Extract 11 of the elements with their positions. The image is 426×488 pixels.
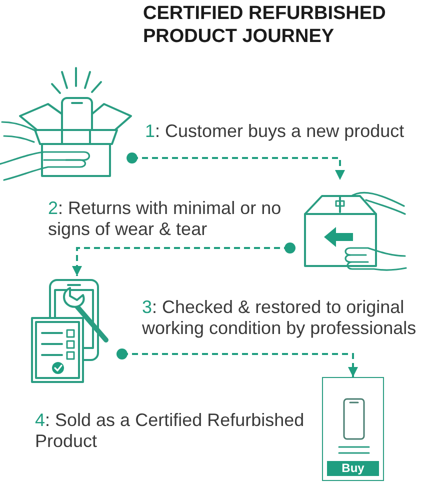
title: CERTIFIED REFURBISHED PRODUCT JOURNEY bbox=[143, 2, 387, 48]
product-card bbox=[322, 377, 384, 481]
step-description: 4: Sold as a Certified Refurbished Product bbox=[35, 410, 306, 452]
dashed-arrow bbox=[72, 242, 296, 276]
step-description: 3: Checked & restored to original working condition by professionals bbox=[142, 297, 418, 339]
step-description: 1: Customer buys a new product bbox=[145, 121, 404, 142]
dashed-arrow bbox=[116, 348, 358, 377]
step-description: 2: Returns with minimal or no signs of wear & tear bbox=[48, 198, 282, 240]
open-box-illustration bbox=[0, 64, 132, 182]
buy-button: Buy bbox=[327, 461, 379, 476]
dashed-arrow bbox=[126, 152, 345, 180]
